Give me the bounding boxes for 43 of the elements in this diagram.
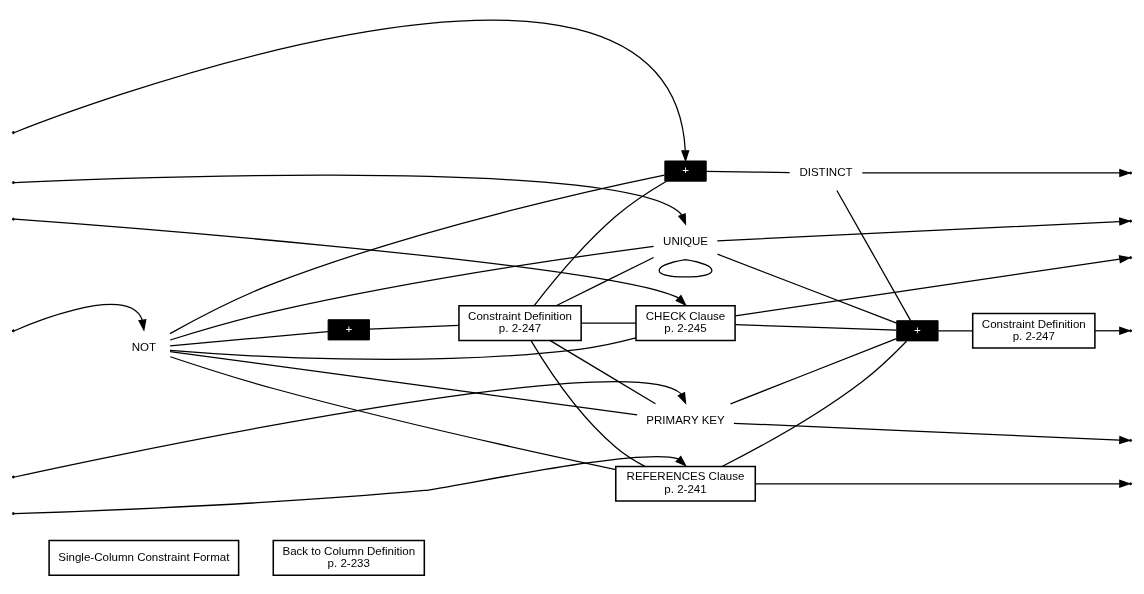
connector <box>555 256 655 306</box>
node-box: REFERENCES Clause p. 2-241 <box>615 465 757 502</box>
node-text: DISTINCT <box>799 165 853 178</box>
node-text: UNIQUE <box>663 234 708 247</box>
connector <box>169 355 617 470</box>
node-text: NOT <box>131 340 157 353</box>
arrow <box>13 218 687 306</box>
arrow <box>13 380 687 478</box>
arrow <box>1094 326 1132 335</box>
connector <box>836 189 912 321</box>
connector <box>716 253 898 324</box>
connector <box>549 339 657 404</box>
connector <box>729 337 898 404</box>
arrow <box>13 454 687 514</box>
node-box: Back to Column Definition p. 2-233 <box>272 539 426 576</box>
node-box: + <box>896 319 939 341</box>
arrow <box>13 174 687 226</box>
connector <box>734 323 898 331</box>
connector <box>580 321 637 324</box>
arrow <box>13 19 690 162</box>
connector <box>530 339 646 467</box>
node-box: Single-Column Constraint Format <box>48 539 240 576</box>
arrow <box>754 479 1132 488</box>
connector <box>937 329 974 331</box>
connector <box>705 170 791 173</box>
connector <box>721 340 908 467</box>
connector <box>658 258 713 278</box>
connector <box>533 180 668 306</box>
node-box: CHECK Clause p. 2-245 <box>635 304 736 341</box>
node-text: PRIMARY KEY <box>646 413 725 426</box>
arrow <box>734 254 1132 317</box>
connector <box>169 173 666 334</box>
connector <box>169 350 638 415</box>
arrow <box>733 422 1132 444</box>
node-box: + <box>664 160 707 182</box>
node-box: Constraint Definition p. 2-247 <box>971 312 1096 349</box>
connector <box>169 336 637 360</box>
connector <box>169 330 329 346</box>
node-box: Constraint Definition p. 2-247 <box>458 304 582 341</box>
arrow <box>13 303 147 332</box>
connector <box>368 324 460 330</box>
node-box: + <box>327 318 370 340</box>
connector <box>169 245 655 341</box>
